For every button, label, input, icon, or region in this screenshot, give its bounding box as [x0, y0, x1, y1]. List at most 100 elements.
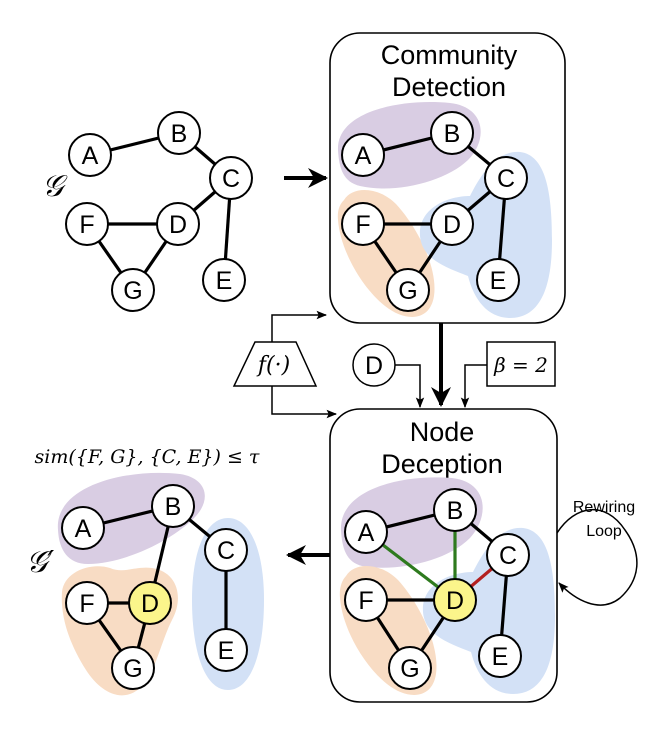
node-label: C [217, 537, 235, 565]
node-circle [433, 488, 477, 532]
node-circle [111, 268, 155, 312]
node-circle [486, 533, 530, 577]
node-circle [151, 484, 195, 528]
node-label: F [79, 211, 94, 239]
original-graph: A B C D E F G [65, 111, 253, 312]
node-label: C [499, 542, 517, 570]
function-to-deception-connector [271, 386, 338, 419]
node-C: C [486, 533, 530, 577]
node-D: D [156, 202, 200, 246]
node-G: G [388, 646, 432, 690]
node-F: F [344, 578, 388, 622]
node-label: B [165, 493, 182, 521]
node-B: B [157, 111, 201, 155]
node-G: G [386, 268, 430, 312]
node-E: E [476, 258, 520, 302]
node-A: A [61, 506, 105, 550]
node-label: A [358, 519, 375, 547]
node-label: B [444, 120, 461, 148]
node-C: C [204, 528, 248, 572]
node-circle [430, 111, 474, 155]
node-circle [478, 634, 522, 678]
node-circle [128, 581, 172, 625]
rewiring-loop-arrow [556, 509, 638, 606]
community-title-line2: Detection [392, 72, 506, 102]
node-G: G [111, 646, 155, 690]
node-C: C [484, 156, 528, 200]
node-circle [65, 581, 109, 625]
graph-symbol: 𝒢 [42, 169, 68, 204]
node-label: D [446, 587, 464, 615]
node-label: F [355, 211, 370, 239]
graph-prime-symbol: 𝒢′ [26, 545, 54, 580]
node-F: F [341, 202, 385, 246]
node-circle [430, 202, 474, 246]
node-circle [209, 156, 253, 200]
node-label: E [218, 637, 235, 665]
node-A: A [344, 510, 388, 554]
node-label: E [490, 267, 507, 295]
node-label: A [82, 142, 99, 170]
node-label: C [222, 165, 240, 193]
target-node-input-label: D [365, 352, 383, 380]
node-E: E [202, 258, 246, 302]
node-label: G [123, 277, 142, 305]
community-title-line1: Community [381, 40, 518, 70]
node-label: F [358, 587, 373, 615]
node-E: E [478, 634, 522, 678]
node-B: B [433, 488, 477, 532]
node-circle [204, 628, 248, 672]
node-label: G [123, 655, 142, 683]
node-D: D [430, 202, 474, 246]
node-label: B [171, 120, 188, 148]
node-B: B [430, 111, 474, 155]
node-E: E [204, 628, 248, 672]
function-to-community-connector [271, 310, 328, 342]
budget-connector [460, 364, 487, 409]
node-circle [476, 258, 520, 302]
node-circle [341, 202, 385, 246]
node-label: F [79, 590, 94, 618]
node-circle [65, 202, 109, 246]
node-circle [344, 510, 388, 554]
node-label: A [355, 142, 372, 170]
community-graph: A BCD E F G [337, 102, 552, 318]
node-circle [341, 133, 385, 177]
loop-label-line2: Loop [586, 523, 622, 540]
function-trapezoid [232, 341, 318, 387]
node-circle [344, 578, 388, 622]
node-label: D [443, 211, 461, 239]
node-F: F [65, 202, 109, 246]
budget-label: β = 2 [493, 353, 548, 377]
node-label: E [492, 643, 509, 671]
node-circle [156, 202, 200, 246]
deception-graph: A B C DE F G [339, 477, 555, 695]
node-circle [388, 646, 432, 690]
node-circle [68, 133, 112, 177]
node-C: C [209, 156, 253, 200]
node-circle [433, 578, 477, 622]
node-label: E [216, 267, 233, 295]
target-node-connector [395, 364, 425, 409]
node-label: B [447, 497, 464, 525]
node-circle [386, 268, 430, 312]
node-F: F [65, 581, 109, 625]
node-label: D [169, 211, 187, 239]
node-A: A [68, 133, 112, 177]
node-circle [484, 156, 528, 200]
node-G: G [111, 268, 155, 312]
node-label: G [400, 655, 419, 683]
node-circle [202, 258, 246, 302]
function-label: f(·) [256, 353, 290, 378]
budget-box [486, 341, 556, 387]
deception-title-line2: Deception [381, 449, 503, 479]
node-label: A [75, 515, 92, 543]
similarity-constraint: sim({F, G}, {C, E}) ≤ τ [35, 446, 260, 468]
node-A: A [341, 133, 385, 177]
deception-title-line1: Node [410, 417, 475, 447]
node-D: D [433, 578, 477, 622]
node-B: B [151, 484, 195, 528]
node-circle [111, 646, 155, 690]
